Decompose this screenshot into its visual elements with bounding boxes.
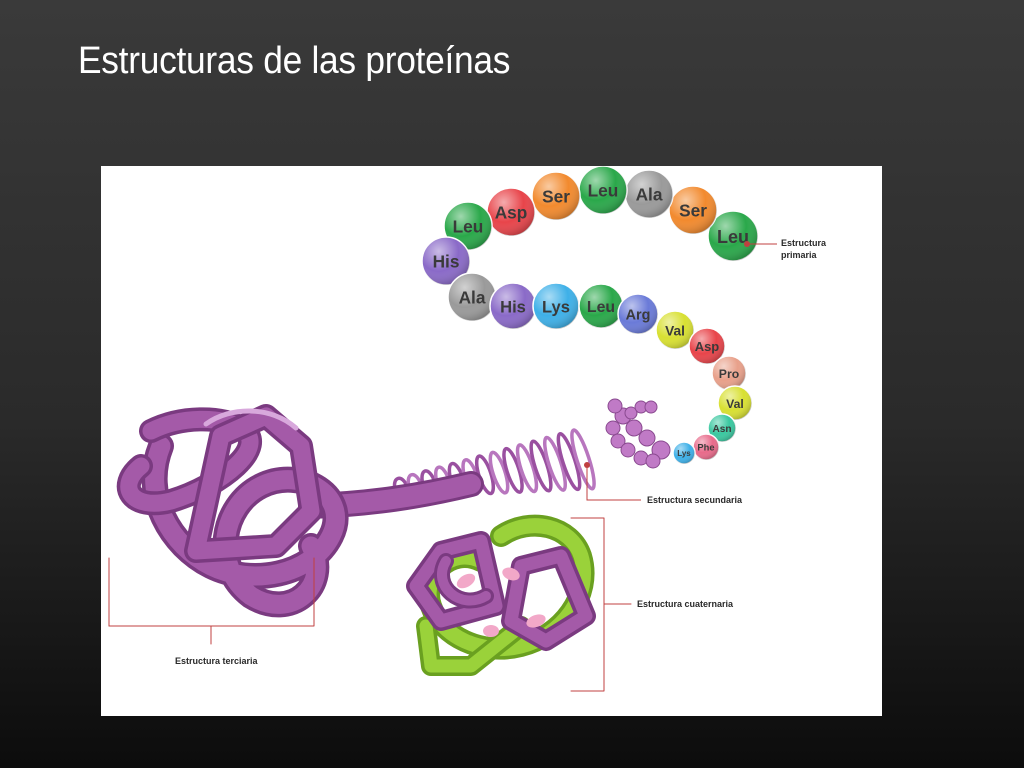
amino-acid-label: Leu	[717, 227, 749, 247]
secondary-bead	[645, 453, 661, 469]
amino-acid-shade	[618, 294, 658, 334]
amino-acid-label: His	[500, 297, 526, 316]
amino-acid-shade	[532, 172, 580, 220]
helix-coil	[542, 435, 568, 492]
label-primary-line2: primaria	[781, 250, 818, 260]
slide-title: Estructuras de las proteínas	[78, 40, 511, 82]
helix-coil	[515, 443, 539, 494]
amino-acid-lys: Lys	[532, 282, 580, 330]
amino-acid-shade	[448, 273, 496, 321]
amino-acid-shade	[625, 170, 673, 218]
amino-acid-label: Val	[726, 397, 744, 411]
amino-acid-label: His	[433, 252, 460, 272]
amino-acid-pro: Pro	[711, 355, 747, 391]
amino-acid-label: Asn	[712, 424, 731, 435]
amino-acid-label: Ala	[459, 288, 486, 308]
amino-acid-his: His	[489, 282, 537, 330]
amino-acid-arg: Arg	[617, 293, 659, 335]
amino-acid-val: Val	[717, 385, 753, 421]
amino-acid-label: Leu	[588, 181, 619, 201]
label-tertiary: Estructura terciaria	[175, 656, 259, 666]
amino-acid-label: Leu	[453, 217, 484, 237]
secondary-bead	[610, 433, 626, 449]
secondary-bead	[625, 419, 643, 437]
label-primary-line1: Estructura	[781, 238, 827, 248]
amino-acid-ser: Ser	[531, 171, 581, 221]
amino-acid-leu: Leu	[707, 210, 759, 262]
amino-acid-shade	[579, 166, 627, 214]
amino-acid-label: Ser	[679, 201, 707, 221]
amino-acid-label: Ser	[542, 187, 570, 207]
amino-acid-shade	[708, 414, 736, 442]
amino-acid-phe: Phe	[692, 433, 720, 461]
amino-acid-label: Phe	[697, 443, 714, 453]
secondary-bead	[605, 420, 621, 436]
amino-acid-leu: Leu	[578, 166, 628, 215]
amino-acid-shade	[490, 283, 536, 329]
amino-acid-his: His	[421, 236, 471, 286]
amino-acid-shade	[579, 284, 623, 328]
quaternary-structure	[406, 514, 632, 692]
amino-acid-shade	[487, 188, 535, 236]
secondary-bead	[620, 442, 636, 458]
secondary-bead	[607, 398, 623, 414]
amino-acid-val: Val	[655, 310, 695, 350]
amino-acid-shade	[422, 237, 470, 285]
helix-coil	[529, 439, 553, 493]
helix-coil	[570, 428, 596, 491]
amino-acid-shade	[708, 211, 758, 261]
tertiary-structure	[108, 404, 484, 645]
amino-acid-shade	[444, 202, 492, 250]
amino-acid-label: Lys	[677, 449, 691, 458]
amino-acid-label: Ala	[636, 185, 663, 205]
amino-acid-lys: Lys	[672, 441, 696, 465]
label-quaternary: Estructura cuaternaria	[637, 599, 734, 609]
secondary-bead	[644, 400, 658, 414]
amino-acid-label: Pro	[719, 367, 739, 381]
amino-acid-shade	[689, 328, 725, 364]
amino-acid-label: Asp	[495, 203, 528, 223]
amino-acid-label: Lys	[542, 297, 570, 316]
helix-coil	[488, 450, 510, 495]
secondary-label-line	[586, 465, 641, 501]
amino-acid-shade	[656, 311, 694, 349]
amino-acid-label: Leu	[587, 299, 615, 316]
amino-acid-asn: Asn	[707, 413, 737, 443]
amino-acid-label: Arg	[626, 308, 651, 324]
amino-acid-ala: Ala	[447, 272, 497, 322]
amino-acid-shade	[669, 186, 717, 234]
amino-acid-asp: Asp	[486, 187, 536, 237]
amino-acid-label: Asp	[695, 339, 720, 354]
tertiary-bracket	[108, 557, 315, 627]
amino-acid-ser: Ser	[668, 185, 718, 235]
amino-acid-ala: Ala	[624, 169, 674, 219]
secondary-bead	[638, 429, 656, 447]
amino-acid-asp: Asp	[688, 327, 726, 365]
amino-acid-leu: Leu	[443, 201, 493, 251]
amino-acid-label: Val	[665, 323, 685, 338]
amino-acid-shade	[712, 356, 746, 390]
amino-acid-shade	[718, 386, 752, 420]
amino-acid-shade	[533, 283, 579, 329]
label-secondary: Estructura secundaria	[647, 495, 743, 505]
amino-acid-shade	[673, 442, 695, 464]
secondary-bead	[624, 406, 638, 420]
amino-acid-leu: Leu	[578, 283, 624, 329]
helix-coil	[556, 432, 582, 492]
helix-coil	[502, 446, 524, 494]
amino-acid-shade	[693, 434, 719, 460]
